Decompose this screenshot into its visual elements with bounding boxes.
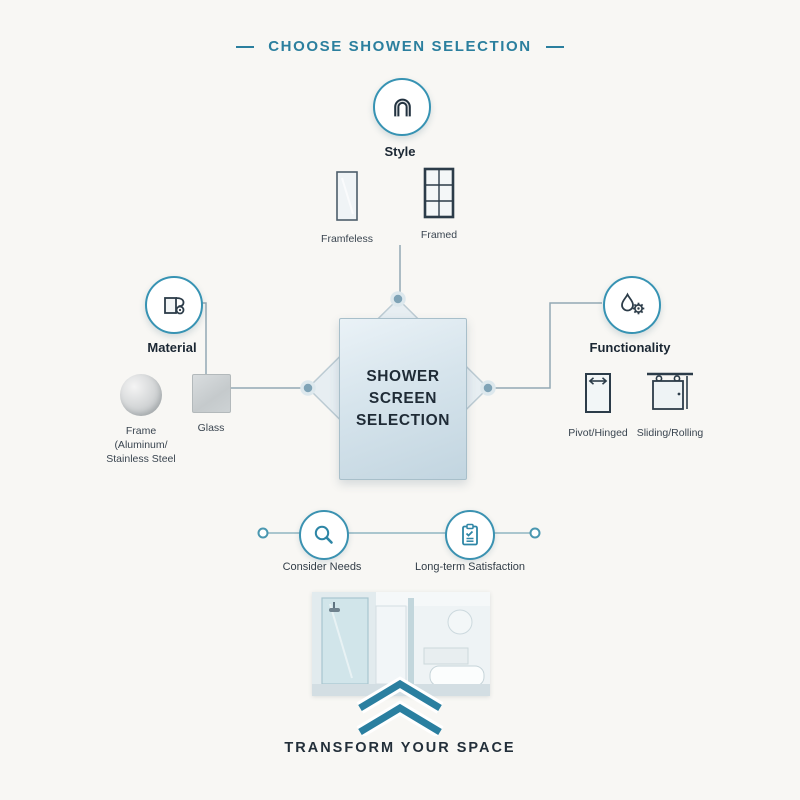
functionality-connector-line xyxy=(495,302,602,389)
style-category-circle xyxy=(373,78,431,136)
glass-swatch-icon xyxy=(191,374,231,413)
droplet-gear-icon xyxy=(621,292,645,315)
center-glass-panel: SHOWER SCREEN SELECTION xyxy=(339,318,467,480)
long-term-satisfaction-step xyxy=(445,510,495,560)
glass-label: Glass xyxy=(197,422,225,434)
material-option-frame: Frame (Aluminum/ Stainless Steel xyxy=(101,374,181,467)
left-junction-node xyxy=(300,380,316,396)
header: CHOOSE SHOWEN SELECTION xyxy=(0,38,800,55)
metal-sphere-icon xyxy=(120,374,162,416)
page-title: CHOOSE SHOWEN SELECTION xyxy=(268,38,532,55)
sliding-label: Sliding/Rolling xyxy=(636,427,704,439)
long-term-satisfaction-label: Long-term Satisfaction xyxy=(414,561,526,573)
top-junction-node xyxy=(390,291,406,307)
functionality-category-circle xyxy=(603,276,661,334)
timeline-start-dot xyxy=(257,527,269,539)
timeline-end-dot xyxy=(529,527,541,539)
material-category-circle xyxy=(145,276,203,334)
functionality-option-pivot: Pivot/Hinged xyxy=(566,364,630,440)
pivot-door-icon xyxy=(585,373,611,413)
arch-handle-icon xyxy=(393,98,411,116)
material-option-glass: Glass xyxy=(185,374,237,435)
pivot-label: Pivot/Hinged xyxy=(568,427,628,439)
center-title: SHOWER SCREEN SELECTION xyxy=(355,368,451,429)
frameless-panel-icon xyxy=(336,171,358,221)
functionality-label: Functionality xyxy=(589,340,671,355)
title-dash-left xyxy=(236,45,255,48)
sliding-door-icon xyxy=(647,372,693,410)
consider-needs-label: Consider Needs xyxy=(282,561,362,573)
style-option-frameless: Framfeless xyxy=(312,168,382,246)
style-label: Style xyxy=(384,144,416,159)
title-dash-right xyxy=(545,45,564,48)
style-option-framed: Framed xyxy=(404,166,474,242)
frameless-label: Framfeless xyxy=(321,233,373,245)
double-chevron-up-icon xyxy=(356,676,444,736)
consider-needs-step xyxy=(299,510,349,560)
checklist-icon xyxy=(462,523,478,546)
framed-label: Framed xyxy=(420,229,458,241)
material-connector-line xyxy=(200,302,301,389)
footer-tagline: TRANSFORM YOUR SPACE xyxy=(284,740,516,756)
magnifier-icon xyxy=(314,525,333,544)
frame-material-label: Frame (Aluminum/ Stainless Steel xyxy=(106,425,176,466)
material-label: Material xyxy=(147,340,197,355)
material-roll-icon xyxy=(164,297,185,315)
functionality-option-sliding: Sliding/Rolling xyxy=(634,364,706,440)
right-junction-node xyxy=(480,380,496,396)
framed-panel-icon xyxy=(423,167,455,219)
